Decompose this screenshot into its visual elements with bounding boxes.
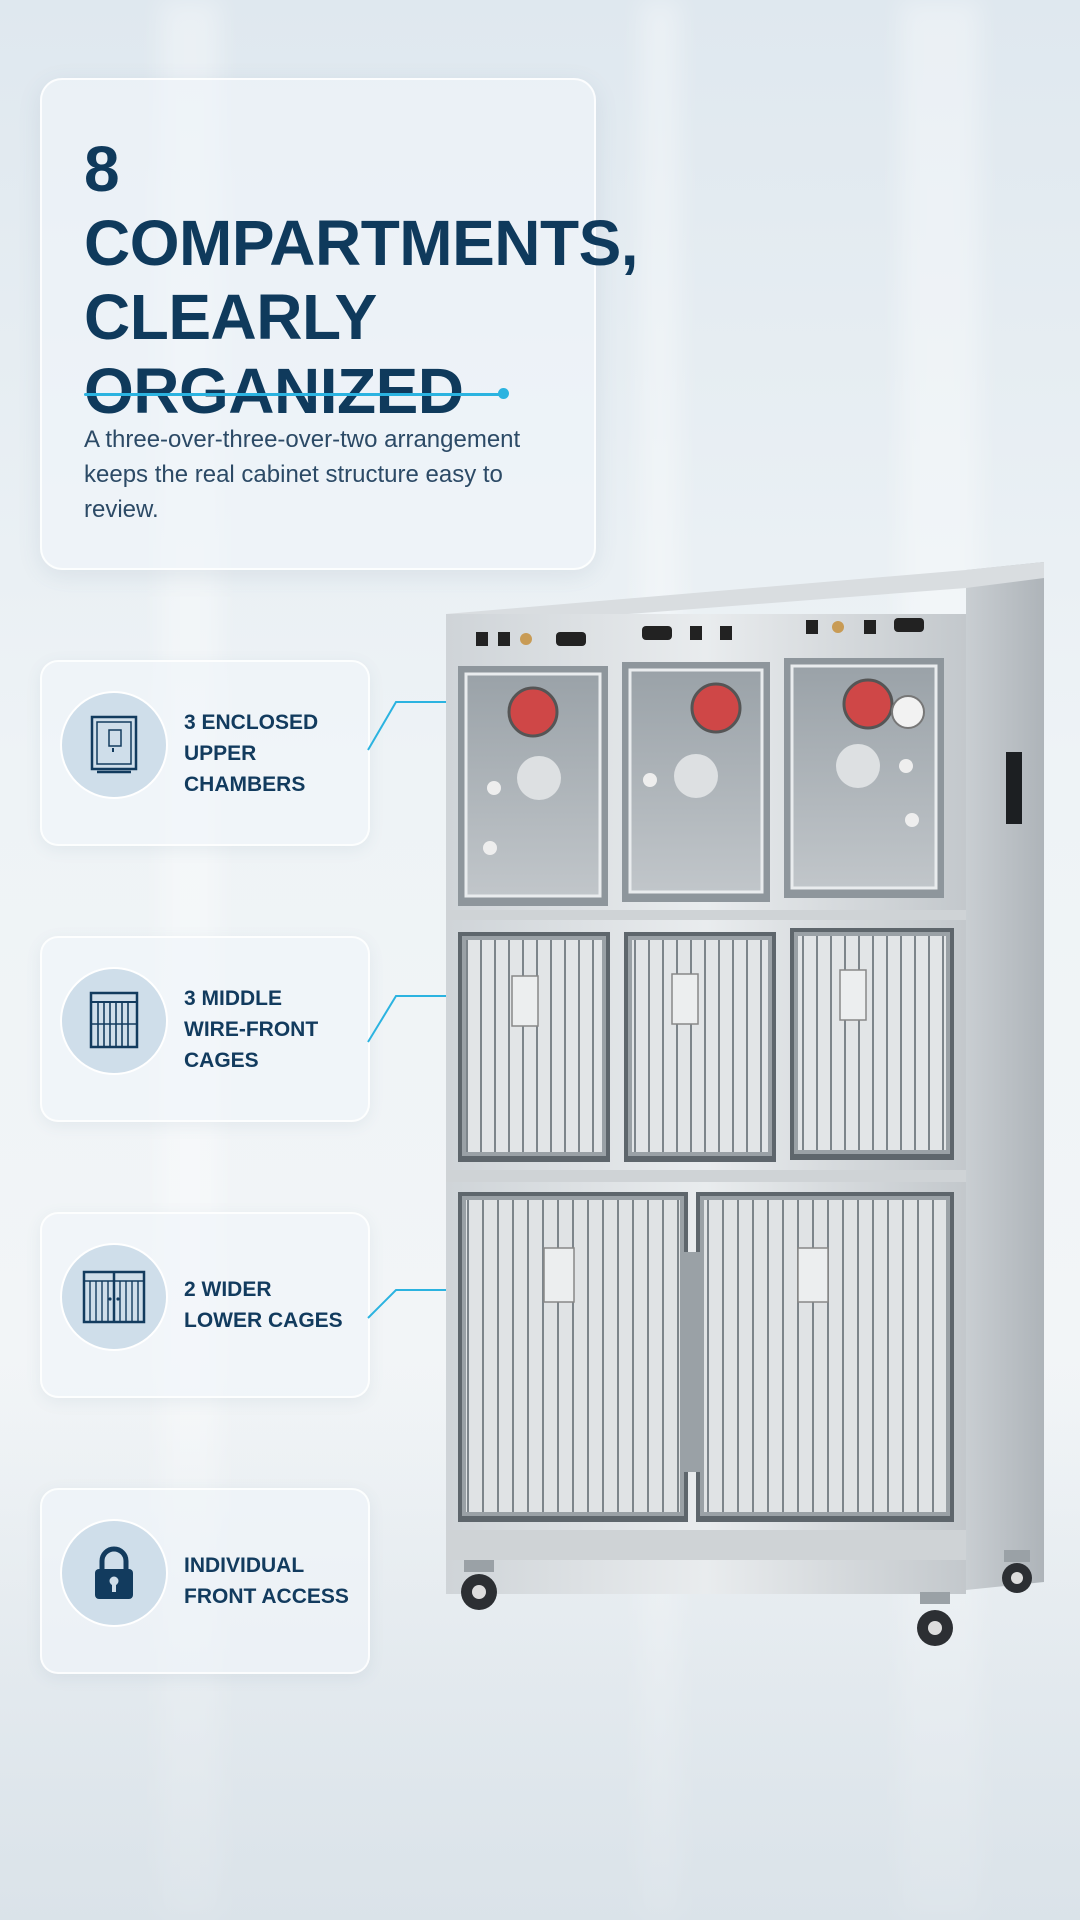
upper-chambers: [458, 658, 944, 906]
title-card: 8 COMPARTMENTS, CLEARLY ORGANIZED A thre…: [40, 78, 639, 570]
casters: [461, 1550, 1032, 1646]
feature-card-upper-chambers: 3 ENCLOSED UPPER CHAMBERS: [40, 660, 370, 846]
title-line-3: ORGANIZED: [84, 355, 464, 427]
kennel-cabinet: [446, 562, 1044, 1646]
feature-label: 3 ENCLOSED UPPER CHAMBERS: [184, 710, 319, 796]
lower-cages: [458, 1192, 954, 1522]
padlock-icon: [60, 1519, 168, 1627]
accent-dot: [498, 388, 509, 399]
title-line-1: 8 COMPARTMENTS,: [84, 133, 639, 279]
cabinet-side-panel: [966, 562, 1044, 1590]
page-title: 8 COMPARTMENTS, CLEARLY ORGANIZED: [84, 132, 639, 428]
control-strip: [476, 618, 924, 646]
accent-divider: [84, 393, 504, 396]
feature-card-lower-cages: 2 WIDER LOWER CAGES: [40, 1212, 370, 1398]
wire-cage-icon: [60, 967, 168, 1075]
subtitle: A three-over-three-over-two arrangement …: [84, 426, 521, 523]
title-line-2: CLEARLY: [84, 281, 377, 353]
enclosed-chamber-icon: [60, 691, 168, 799]
feature-card-front-access: INDIVIDUAL FRONT ACCESS: [40, 1488, 370, 1674]
feature-label: INDIVIDUAL FRONT ACCESS: [184, 1554, 349, 1608]
middle-cages: [458, 928, 954, 1162]
feature-label: 2 WIDER LOWER CAGES: [184, 1278, 343, 1332]
feature-label: 3 MIDDLE WIRE-FRONT CAGES: [184, 986, 319, 1072]
side-vent: [1006, 752, 1022, 824]
feature-card-middle-cages: 3 MIDDLE WIRE-FRONT CAGES: [40, 936, 370, 1122]
cabinet-base: [446, 1530, 966, 1560]
cabinet-top: [446, 562, 1044, 628]
double-cage-icon: [60, 1243, 168, 1351]
